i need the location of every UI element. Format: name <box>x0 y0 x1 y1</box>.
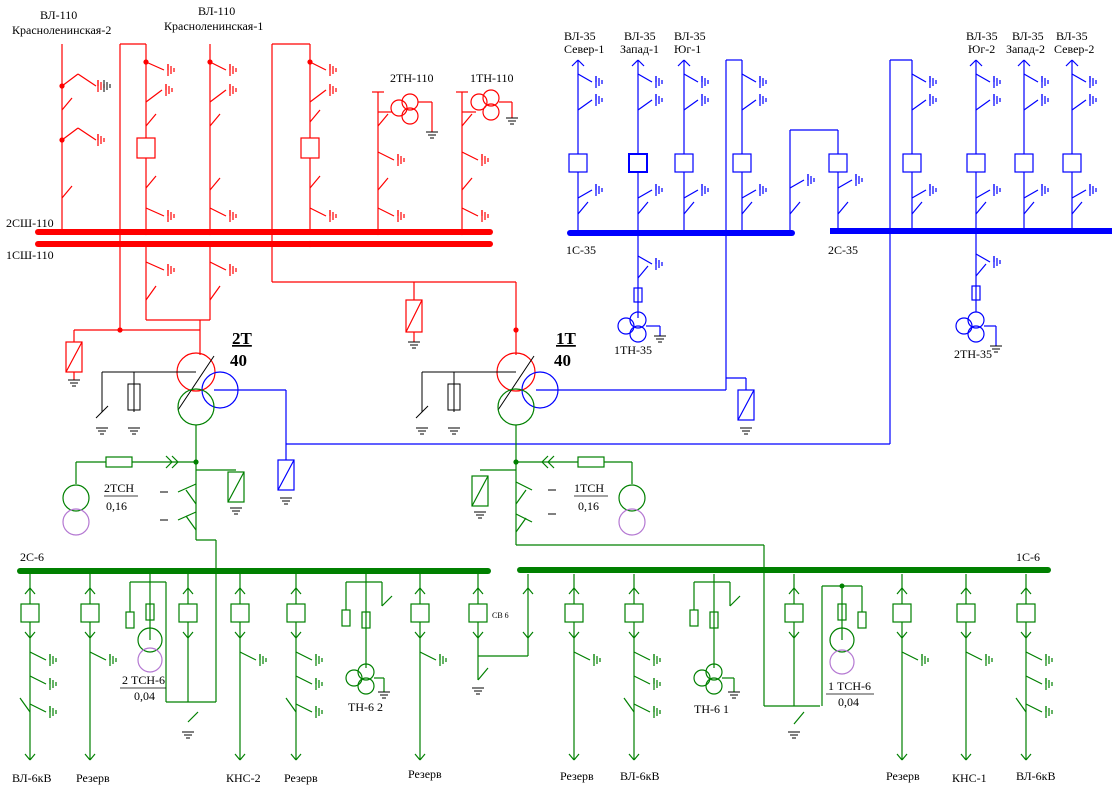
vl35-3-bottom: Юг-1 <box>674 42 701 56</box>
vl110-kr2-label-bottom: Красноленинская-2 <box>12 23 111 37</box>
feeder-label-1: ВЛ-6кВ <box>12 771 52 785</box>
tn110-2-bay[interactable] <box>372 91 433 236</box>
tn110-2-label: 2ТН-110 <box>390 71 434 85</box>
t2-name: 2Т <box>232 329 253 348</box>
tsn2-power: 0,16 <box>106 499 127 513</box>
tsn6-1-name: 1 ТСН-6 <box>828 679 871 693</box>
tn6-2-cell[interactable] <box>341 574 393 695</box>
tsn2-secondary <box>62 508 90 536</box>
tsn6-1-power: 0,04 <box>838 695 859 709</box>
tn6-2-label: ТН-6 2 <box>348 700 383 714</box>
bus-1s-35-label: 1С-35 <box>566 243 596 257</box>
tn110-1-bay[interactable] <box>456 89 513 236</box>
tsn6-1-cell[interactable] <box>821 585 867 706</box>
arrester-110-t2 <box>65 341 83 380</box>
kv6-section <box>17 388 1053 761</box>
vl110-kr1-label-top: ВЛ-110 <box>198 4 235 18</box>
tn35-2-bay[interactable] <box>955 234 1001 346</box>
vl110-kr2-bay[interactable] <box>59 44 105 230</box>
sv6-label: СВ 6 <box>492 611 509 620</box>
t2-lv-winding[interactable] <box>177 388 215 426</box>
feeder-label-3: КНС-2 <box>226 771 261 785</box>
vl35-bays[interactable] <box>568 59 1097 230</box>
feeders-6kv[interactable] <box>19 574 1053 761</box>
tsn6-2-power: 0,04 <box>134 689 155 703</box>
tsn2-name: 2ТСН <box>104 481 134 495</box>
tsn1-power: 0,16 <box>578 499 599 513</box>
vl35-5-top: ВЛ-35 <box>1012 29 1044 43</box>
feeder-label-9: КНС-1 <box>952 771 987 785</box>
t1-name: 1Т <box>556 329 577 348</box>
tsn1-name: 1ТСН <box>574 481 604 495</box>
feeder-label-4: Резерв <box>284 771 318 785</box>
tsn6-1-secondary <box>829 649 855 675</box>
vl110-kr2-label-top: ВЛ-110 <box>40 8 77 22</box>
tn35-2-label: 2ТН-35 <box>954 347 992 361</box>
bus-2s-6-label: 2С-6 <box>20 550 44 564</box>
t1-lv-feed[interactable] <box>471 425 820 707</box>
feeder-label-8: Резерв <box>886 769 920 783</box>
tn35-1-bay[interactable] <box>617 236 663 343</box>
tsn6-2-secondary <box>137 647 163 673</box>
tsn6-2-name: 2 ТСН-6 <box>122 673 165 687</box>
vl35-1-bottom: Север-1 <box>564 42 604 56</box>
bus-2s-35-label: 2С-35 <box>828 243 858 257</box>
t2-35-bay[interactable] <box>214 59 937 491</box>
vl35-5-bottom: Запад-2 <box>1006 42 1045 56</box>
tn110-1-label: 1ТН-110 <box>470 71 514 85</box>
tsn1-secondary <box>618 508 646 536</box>
feeder-label-2: Резерв <box>76 771 110 785</box>
t2-110-bay[interactable] <box>136 44 175 320</box>
arrester-110-tie <box>405 282 423 342</box>
tsn1-winding[interactable] <box>618 484 646 512</box>
feeder-label-7: ВЛ-6кВ <box>620 769 660 783</box>
kv35-section <box>201 59 1112 491</box>
vl35-2-top: ВЛ-35 <box>624 29 656 43</box>
bus-2sh-110-label: 2СШ-110 <box>6 216 54 230</box>
tn6-1-cell[interactable] <box>689 574 741 695</box>
vl35-1-top: ВЛ-35 <box>564 29 596 43</box>
vl110-kr1-label-bottom: Красноленинская-1 <box>164 19 263 33</box>
t1-power: 40 <box>554 351 571 370</box>
vl35-4-top: ВЛ-35 <box>966 29 998 43</box>
kv110-section <box>35 43 536 392</box>
vl35-4-bottom: Юг-2 <box>968 42 995 56</box>
section-35[interactable] <box>789 129 863 230</box>
t2-power: 40 <box>230 351 247 370</box>
tn6-1-label: ТН-6 1 <box>694 702 729 716</box>
vl35-3-top: ВЛ-35 <box>674 29 706 43</box>
t1-35-bay[interactable] <box>536 59 767 421</box>
feeder-label-10: ВЛ-6кВ <box>1016 769 1056 783</box>
vl35-6-bottom: Север-2 <box>1054 42 1094 56</box>
bus-1sh-110-label: 1СШ-110 <box>6 248 54 262</box>
vl35-2-bottom: Запад-1 <box>620 42 659 56</box>
tsn2-winding[interactable] <box>62 484 90 512</box>
t2-lv-feed[interactable] <box>75 425 245 702</box>
labels: ВЛ-110 Красноленинская-2 ВЛ-110 Красноле… <box>6 4 1094 785</box>
t1-lv-winding[interactable] <box>497 388 535 426</box>
t1-110-bay[interactable] <box>272 43 337 248</box>
tsn6-2-cell[interactable] <box>125 574 188 703</box>
vl110-kr1-bay[interactable] <box>206 44 237 320</box>
neutral-grounding <box>95 355 535 435</box>
feeder-label-5: Резерв <box>408 767 442 781</box>
bus-1s-6-label: 1С-6 <box>1016 550 1040 564</box>
feeder-label-6: Резерв <box>560 769 594 783</box>
tn35-1-label: 1ТН-35 <box>614 343 652 357</box>
vl35-6-top: ВЛ-35 <box>1056 29 1088 43</box>
sv6-breaker[interactable] <box>468 574 534 681</box>
